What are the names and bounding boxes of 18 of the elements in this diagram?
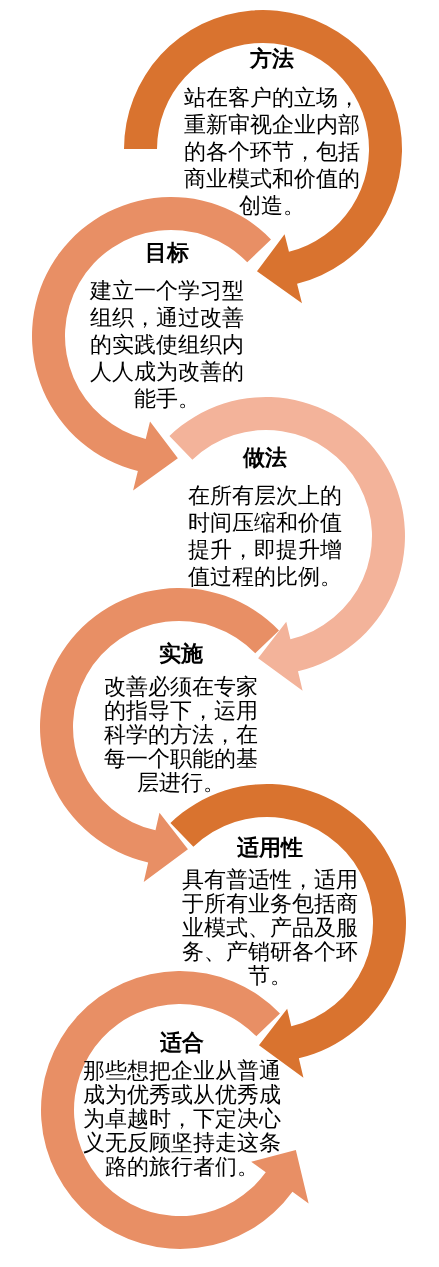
- circular-arrow: [169, 397, 405, 691]
- step-description: 具有普适性，适用于所有业务包括商业模式、产品及服务、产销研各个环节。: [181, 868, 359, 988]
- step-title: 适合: [160, 1028, 204, 1056]
- step-title: 目标: [145, 238, 189, 266]
- step-title: 方法: [250, 44, 294, 72]
- step-description: 那些想把企业从普通成为优秀或从优秀成为卓越时，下定决心义无反顾坚持走这条路的旅行者们。: [82, 1059, 282, 1179]
- step-description: 建立一个学习型组织，通过改善的实践使组织内人人成为改善的能手。: [89, 276, 245, 412]
- step-title: 适用性: [237, 833, 303, 861]
- circular-arrow: [40, 588, 279, 883]
- step-description: 改善必须在专家的指导下，运用科学的方法，在每一个职能的基层进行。: [103, 675, 259, 795]
- circular-arrow: [170, 784, 406, 1078]
- circular-arrow: [124, 10, 402, 304]
- circular-arrow: [41, 971, 309, 1249]
- step-description: 在所有层次上的时间压缩和价值提升，即提升增值过程的比例。: [187, 481, 343, 590]
- circular-arrow: [32, 197, 271, 491]
- step-description: 站在客户的立场，重新审视企业内部的各个环节，包括商业模式和价值的创造。: [183, 83, 361, 219]
- step-title: 做法: [243, 443, 287, 471]
- step-title: 实施: [159, 639, 203, 667]
